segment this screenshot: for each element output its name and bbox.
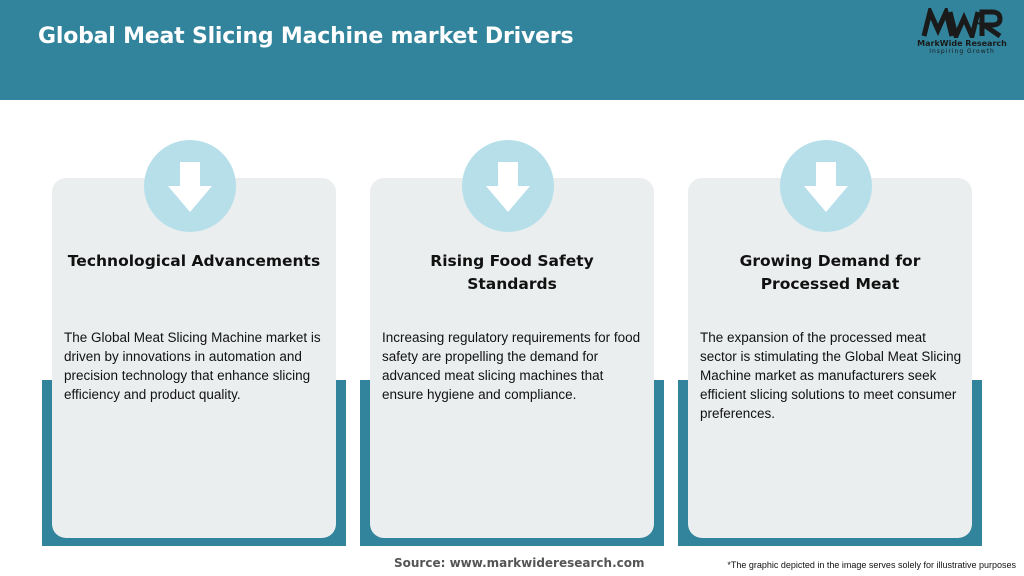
company-logo: MarkWide Research Inspiring Growth <box>914 8 1010 58</box>
down-arrow-icon <box>780 140 872 232</box>
card-body: Increasing regulatory requirements for f… <box>382 330 641 402</box>
disclaimer-note: *The graphic depicted in the image serve… <box>727 560 1016 570</box>
down-arrow-icon <box>462 140 554 232</box>
driver-card-2: Rising Food Safety Standards Increasing … <box>360 140 674 548</box>
card-panel: Growing Demand for Processed Meat The ex… <box>688 140 972 538</box>
card-title: Rising Food Safety Standards <box>430 252 594 293</box>
card-title: Technological Advancements <box>67 252 321 270</box>
card-body: The Global Meat Slicing Machine market i… <box>64 330 321 402</box>
mwr-logo-mark-icon <box>921 8 1003 38</box>
card-body: The expansion of the processed meat sect… <box>700 330 962 421</box>
page-title: Global Meat Slicing Machine market Drive… <box>38 24 574 49</box>
header-banner: Global Meat Slicing Machine market Drive… <box>0 0 1024 100</box>
logo-tagline: Inspiring Growth <box>929 48 995 55</box>
card-title: Growing Demand for Processed Meat <box>739 252 921 293</box>
driver-card-1: Technological Advancements The Global Me… <box>42 140 356 548</box>
down-arrow-icon <box>144 140 236 232</box>
source-citation: Source: www.markwideresearch.com <box>394 556 645 570</box>
logo-name: MarkWide Research <box>917 39 1007 48</box>
driver-card-3: Growing Demand for Processed Meat The ex… <box>678 140 992 548</box>
card-panel: Technological Advancements The Global Me… <box>52 140 336 538</box>
card-panel: Rising Food Safety Standards Increasing … <box>370 140 654 538</box>
